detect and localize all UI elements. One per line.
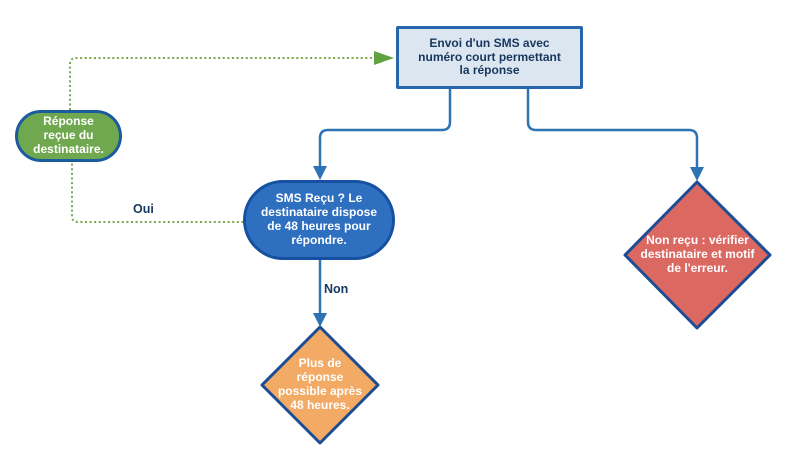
edge-envoi-to-non-recu [526, 89, 699, 168]
node-reponse-recue: Réponse reçue du destinataire. [15, 110, 122, 162]
arrowhead-non-recu-icon [690, 167, 704, 181]
edge-label-non: Non [324, 282, 349, 296]
node-non-recu-diamond [623, 180, 772, 330]
edge-reponse-recue-to-envoi [69, 57, 374, 110]
node-reponse-recue-label: Réponse reçue du destinataire. [33, 114, 104, 156]
node-envoi-sms-label: Envoi d'un SMS avec numéro court permett… [418, 35, 561, 78]
edge-envoi-to-sms-recu [318, 89, 452, 167]
node-envoi-sms: Envoi d'un SMS avec numéro court permett… [396, 26, 583, 89]
arrowhead-envoi-icon [374, 51, 394, 65]
edge-label-oui: Oui [133, 202, 154, 216]
node-sms-recu-label: SMS Reçu ? Le destinataire dispose de 48… [260, 191, 378, 247]
edge-sms-recu-to-reponse-recue [71, 162, 248, 223]
node-sms-recu: SMS Reçu ? Le destinataire dispose de 48… [243, 180, 395, 260]
arrowhead-plus-de-reponse-icon [313, 313, 327, 327]
arrowhead-sms-recu-icon [313, 166, 327, 180]
node-plus-de-reponse-diamond [260, 325, 380, 445]
